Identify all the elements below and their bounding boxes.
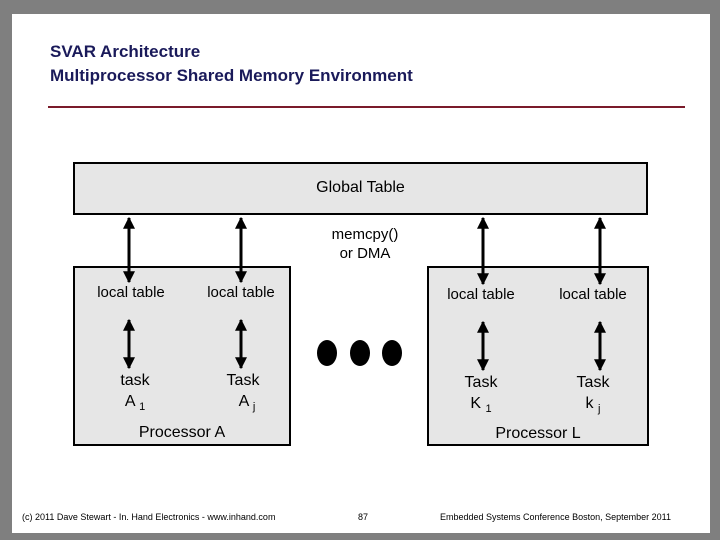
footer-conference: Embedded Systems Conference Boston, Sept… [440,512,671,522]
memcpy-label-line-1: memcpy() [331,226,399,243]
processor-a-local-table-1: local table [97,284,165,301]
processor-l-task-1-name: K 1 [470,395,492,416]
global-table-label: Global Table [316,179,405,196]
processor-l-box: local table local table Task K 1 Task k … [427,266,649,446]
title-divider [48,106,685,108]
processor-a-box: local table local table task A 1 Task A … [73,266,291,446]
ellipsis-dot-3 [382,340,402,366]
processor-a-task-1: task [120,372,150,389]
title-line-1: SVAR Architecture [50,42,201,61]
processor-a-local-table-2: local table [207,284,275,301]
processor-a-task-1-name: A 1 [124,393,146,414]
processor-l-task-j: Task [576,374,610,391]
global-table-box: Global Table [73,162,648,215]
processor-l-local-table-1: local table [447,286,515,303]
footer-page-number: 87 [358,512,369,522]
processor-l-task-1: Task [464,374,498,391]
processor-a-task-j-name: A j [238,393,256,414]
processor-a-task-j: Task [226,372,260,389]
processor-a-label: Processor A [138,424,226,441]
title-line-2: Multiprocessor Shared Memory Environment [50,66,413,85]
memcpy-label-line-2: or DMA [339,245,391,262]
processor-l-local-table-2: local table [559,286,627,303]
processor-l-task-j-name: k j [585,395,601,416]
footer-copyright: (c) 2011 Dave Stewart - In. Hand Electro… [22,512,276,522]
ellipsis-dot-2 [350,340,370,366]
processor-l-label: Processor L [495,425,581,442]
ellipsis-dot-1 [317,340,337,366]
